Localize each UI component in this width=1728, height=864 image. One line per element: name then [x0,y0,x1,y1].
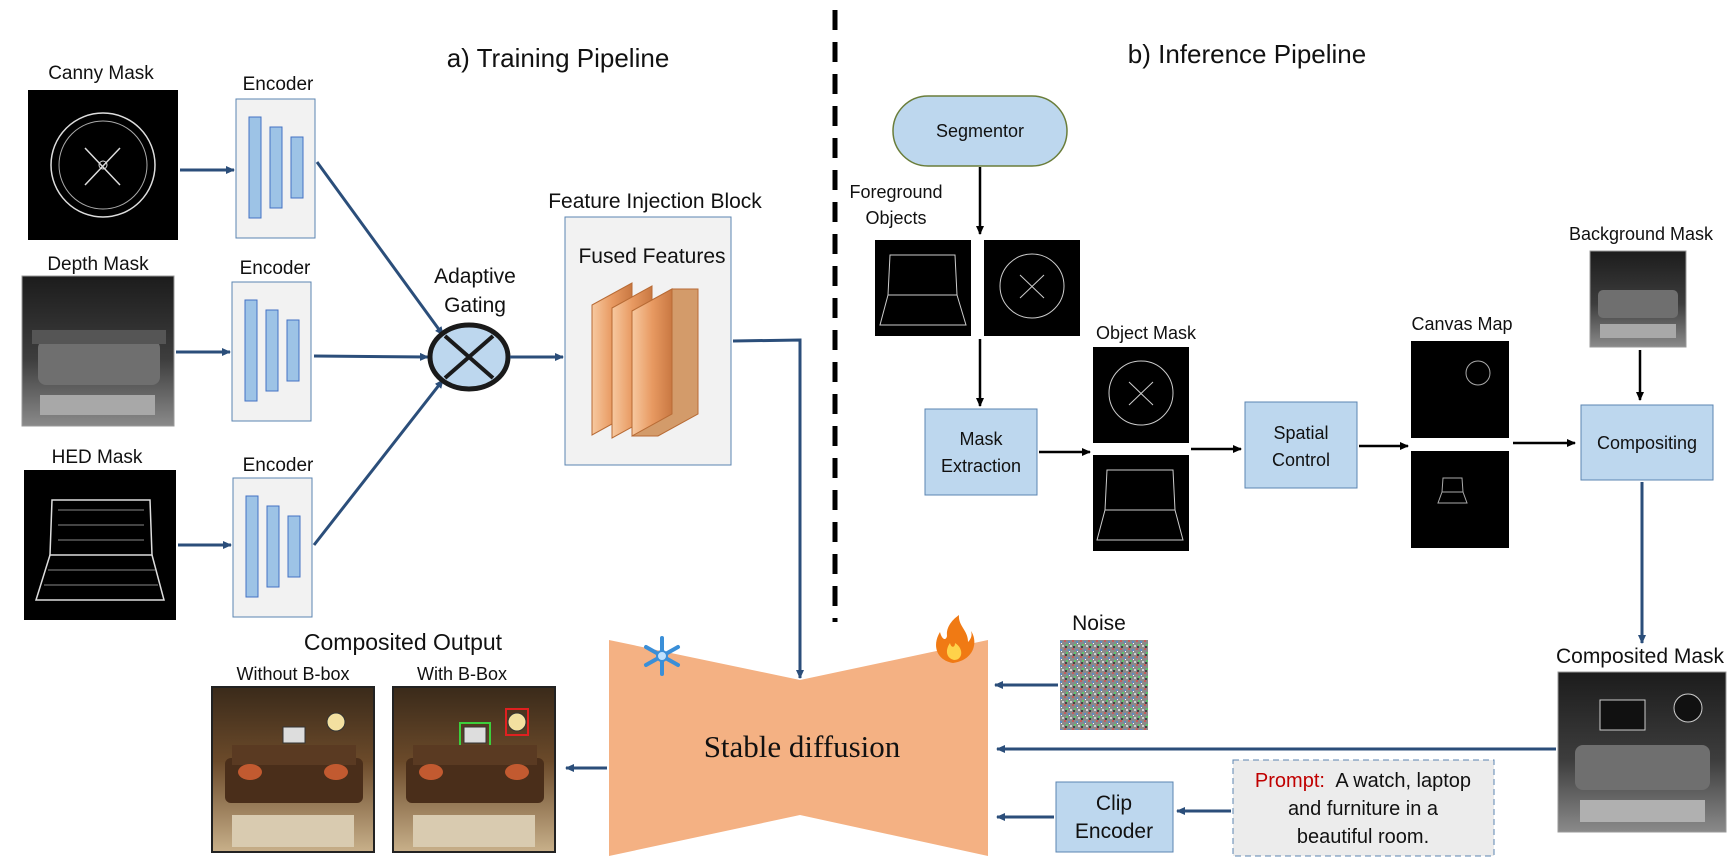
hed-mask-image [24,470,176,620]
mask-extraction-label-line2: Extraction [941,456,1021,476]
background-mask-image [1589,250,1687,348]
encoder-1-label: Encoder [243,74,314,95]
encoder-2-label: Encoder [240,258,311,279]
output-without-bbox-image [211,686,375,853]
adaptive-gating-label-line2: Gating [444,294,506,317]
stable-diffusion-unet: Stable diffusion [609,640,988,856]
canvas-map-label: Canvas Map [1411,314,1512,334]
foreground-laptop-image [875,240,971,336]
canny-mask-label: Canny Mask [48,63,154,84]
clip-encoder-label-line1: Clip [1096,792,1132,815]
depth-mask-label: Depth Mask [47,254,149,275]
mask-extraction-label-line1: Mask [959,429,1003,449]
compositing-label: Compositing [1597,433,1697,453]
prompt-line3: beautiful room. [1297,826,1429,848]
background-mask-label: Background Mask [1569,224,1714,244]
svg-text:Prompt: A watch, laptop: Prompt: A watch, laptop [1255,770,1471,792]
with-bbox-label: With B-Box [417,664,507,684]
canvas-map-laptop-image [1411,451,1509,548]
prompt-line2: and furniture in a [1288,798,1439,820]
encoder-3: Encoder [232,455,314,618]
fused-features-icon [591,282,699,439]
object-mask-laptop-image [1093,455,1189,551]
hed-mask-label: HED Mask [52,447,143,468]
segmentor-label: Segmentor [936,121,1024,141]
output-with-bbox-image [392,686,556,853]
composited-mask-label: Composited Mask [1556,645,1725,668]
object-mask-label: Object Mask [1096,323,1197,343]
without-bbox-label: Without B-box [236,664,349,684]
prompt-box: Prompt: A watch, laptop and furniture in… [1232,759,1495,857]
composited-output-title: Composited Output [304,629,503,655]
clip-encoder-label-line2: Encoder [1075,820,1153,843]
fib-to-unet-arrow [732,338,804,679]
foreground-objects-label-line1: Foreground [849,182,942,202]
segmentor-box: Segmentor [892,95,1068,167]
object-mask-clock-image [1093,347,1189,443]
depth-mask-image [21,275,175,427]
adaptive-gating-node [427,322,511,392]
spatial-control-label-line1: Spatial [1273,423,1328,443]
noise-image [1060,640,1148,730]
clip-encoder-box: Clip Encoder [1055,781,1174,853]
adaptive-gating-label-line1: Adaptive [434,265,516,288]
inference-pipeline-title: b) Inference Pipeline [1128,39,1366,69]
prompt-line1: A watch, laptop [1335,770,1471,792]
foreground-objects-label-line2: Objects [865,208,926,228]
prompt-key: Prompt: [1255,770,1325,792]
composited-mask-image [1557,671,1727,833]
training-input-arrows [176,161,445,549]
encoder-3-label: Encoder [243,455,314,476]
fused-features-label: Fused Features [578,245,725,268]
foreground-clock-image [984,240,1080,336]
snowflake-icon [644,636,680,676]
spatial-control-box: Spatial Control [1244,401,1358,489]
canvas-map-clock-image [1411,341,1509,438]
training-pipeline-title: a) Training Pipeline [447,43,670,73]
mask-extraction-box: Mask Extraction [924,408,1038,496]
compositing-box: Compositing [1580,404,1714,481]
fire-icon [936,615,975,663]
canny-mask-image [28,90,178,240]
noise-label: Noise [1072,612,1126,635]
spatial-control-label-line2: Control [1272,450,1330,470]
feature-injection-block-title: Feature Injection Block [548,190,762,213]
encoder-1: Encoder [235,74,316,239]
stable-diffusion-label: Stable diffusion [704,729,901,764]
encoder-2: Encoder [231,258,312,422]
